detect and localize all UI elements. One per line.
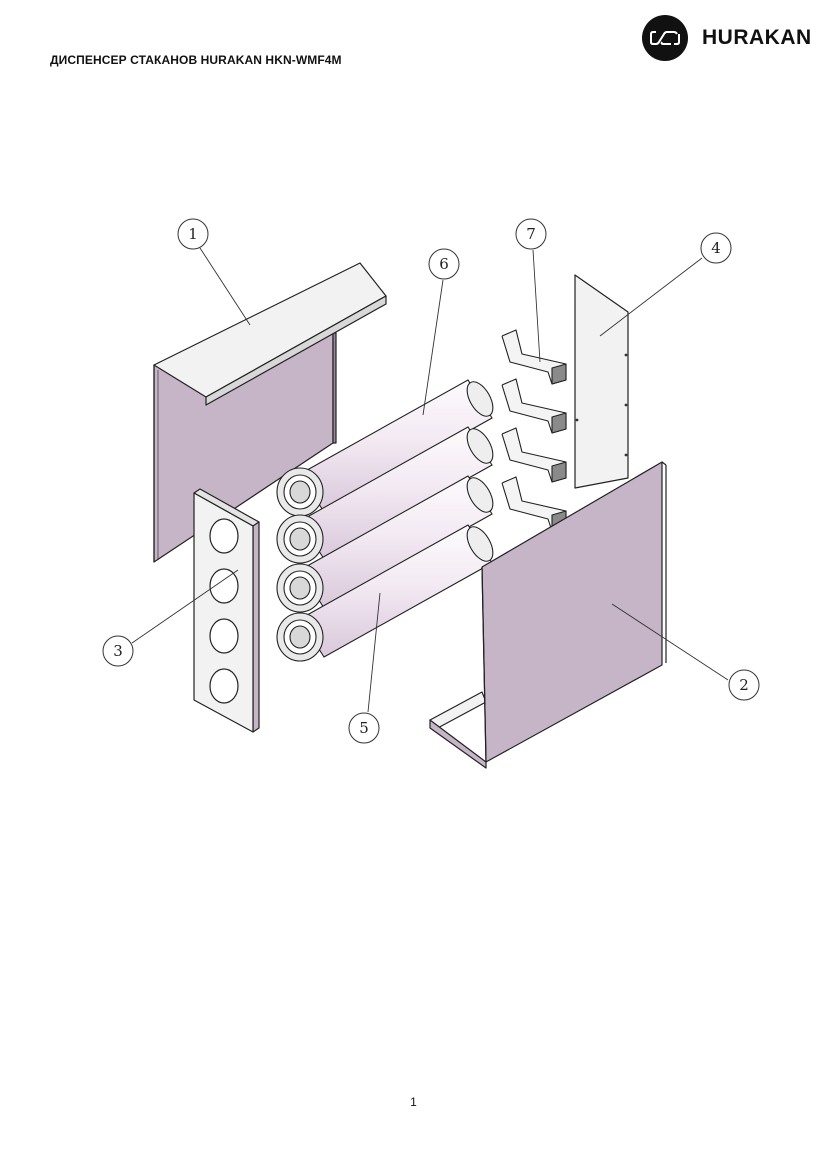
brand-logo: HURAKAN — [642, 15, 812, 61]
callout-6: 6 — [428, 248, 460, 280]
callout-3: 3 — [102, 635, 134, 667]
svg-text:3: 3 — [113, 642, 123, 660]
callout-1: 1 — [177, 218, 209, 250]
svg-text:1: 1 — [188, 225, 198, 243]
document-title: ДИСПЕНСЕР СТАКАНОВ HURAKAN HKN-WMF4M — [50, 53, 342, 67]
part-2-base-panel — [429, 461, 667, 769]
svg-text:6: 6 — [439, 255, 449, 273]
svg-text:7: 7 — [526, 225, 536, 243]
callout-2: 2 — [728, 669, 760, 701]
part-5-6-cup-tubes — [276, 379, 494, 662]
part-4-side-plate — [574, 274, 629, 489]
svg-text:4: 4 — [711, 239, 721, 257]
callout-4: 4 — [700, 232, 732, 264]
svg-text:5: 5 — [359, 719, 369, 737]
callout-7: 7 — [515, 218, 547, 250]
hurakan-wave-logo-icon — [642, 15, 688, 61]
page-number: 1 — [410, 1095, 417, 1109]
part-3-front-plate — [193, 488, 260, 733]
callout-5: 5 — [348, 712, 380, 744]
brand-name: HURAKAN — [702, 26, 812, 49]
part-7-brackets — [501, 329, 567, 532]
leader-lines — [131, 247, 729, 713]
svg-text:2: 2 — [739, 676, 749, 694]
